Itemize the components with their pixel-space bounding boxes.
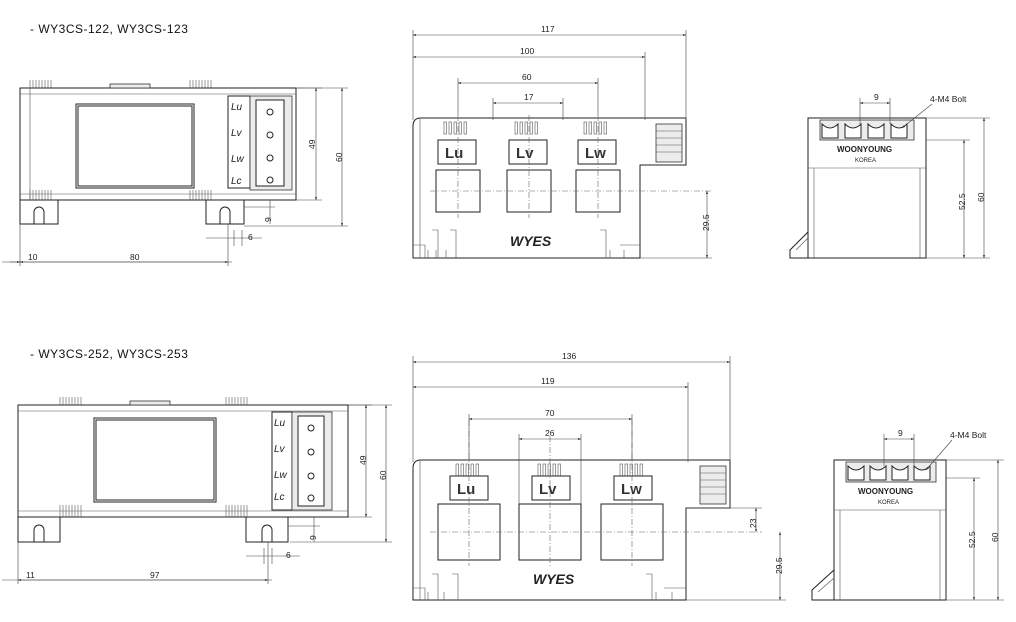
s1-dim-10: 10 <box>28 252 38 262</box>
s1-end-dim-60: 60 <box>976 192 986 202</box>
s2-logo: WYES <box>533 571 575 587</box>
s1-country: KOREA <box>855 158 876 164</box>
s1-dim-117: 117 <box>541 24 555 34</box>
s1-bolt-label: 4-M4 Bolt <box>930 94 967 104</box>
s2-dim-26: 26 <box>545 428 555 438</box>
s2-dimensions: 11 97 6 9 49 60 136 119 70 26 23 <box>2 351 1004 601</box>
s1-mark-lc: Lc <box>231 176 242 187</box>
s2-dim-6: 6 <box>286 550 291 560</box>
s2-dim-136: 136 <box>562 351 576 361</box>
s1-dim-6: 6 <box>248 232 253 242</box>
s1-mark-lu: Lu <box>231 102 243 113</box>
s2-dim-9: 9 <box>308 535 318 540</box>
section-2-title: - WY3CS-252, WY3CS-253 <box>30 347 189 361</box>
s1-side-view: Lu Lv Lw Lc <box>19 80 297 225</box>
s1-end-dim-9: 9 <box>874 92 879 102</box>
s1-mark-lw: Lw <box>231 154 245 165</box>
s2-country: KOREA <box>878 500 899 506</box>
s1-dim-9: 9 <box>263 217 273 222</box>
s2-end-view: WOONYOUNG KOREA <box>811 459 947 601</box>
s1-dim-52-5: 52.5 <box>957 193 967 210</box>
s1-dim-100: 100 <box>520 46 534 56</box>
s2-dim-70: 70 <box>545 408 555 418</box>
s1-end-view: WOONYOUNG KOREA <box>789 117 927 259</box>
s1-dimensions: 10 80 6 9 49 60 117 100 60 17 29.5 <box>2 24 990 266</box>
s2-label-lw: Lw <box>621 481 642 498</box>
s1-dim-60: 60 <box>334 152 344 162</box>
s2-mark-lw: Lw <box>274 470 288 481</box>
s1-label-lv: Lv <box>516 145 534 162</box>
s1-dim-49: 49 <box>307 139 317 149</box>
s2-side-view: Lu Lv Lw Lc <box>17 397 349 543</box>
s1-logo: WYES <box>510 233 552 249</box>
s2-end-dim-60: 60 <box>990 532 1000 542</box>
s1-dim-80: 80 <box>130 252 140 262</box>
s2-dim-23: 23 <box>748 518 758 528</box>
s2-bolt-label: 4-M4 Bolt <box>950 430 987 440</box>
s1-dim-60-front: 60 <box>522 72 532 82</box>
s2-dim-60: 60 <box>378 470 388 480</box>
s1-brand: WOONYOUNG <box>837 145 892 154</box>
s2-front-view: Lu Lv Lw WYES <box>412 420 762 601</box>
s2-brand: WOONYOUNG <box>858 487 913 496</box>
s2-label-lv: Lv <box>539 481 557 498</box>
section-1-title: - WY3CS-122, WY3CS-123 <box>30 22 189 36</box>
s1-label-lu: Lu <box>445 145 463 162</box>
s2-dim-97: 97 <box>150 570 160 580</box>
s2-mark-lc: Lc <box>274 492 285 503</box>
s1-front-view: Lu Lv Lw WYES <box>412 115 712 259</box>
s2-dim-49: 49 <box>358 455 368 465</box>
s2-label-lu: Lu <box>457 481 475 498</box>
s2-dim-52-5: 52.5 <box>967 531 977 548</box>
s1-dim-29-5: 29.5 <box>701 214 711 231</box>
s2-dim-11: 11 <box>26 570 35 580</box>
s2-dim-119: 119 <box>541 376 555 386</box>
s1-label-lw: Lw <box>585 145 606 162</box>
s2-mark-lu: Lu <box>274 418 286 429</box>
s2-dim-29-5: 29.5 <box>774 557 784 574</box>
s2-end-dim-9: 9 <box>898 428 903 438</box>
s1-mark-lv: Lv <box>231 128 243 139</box>
s2-mark-lv: Lv <box>274 444 286 455</box>
s1-dim-17: 17 <box>524 92 534 102</box>
